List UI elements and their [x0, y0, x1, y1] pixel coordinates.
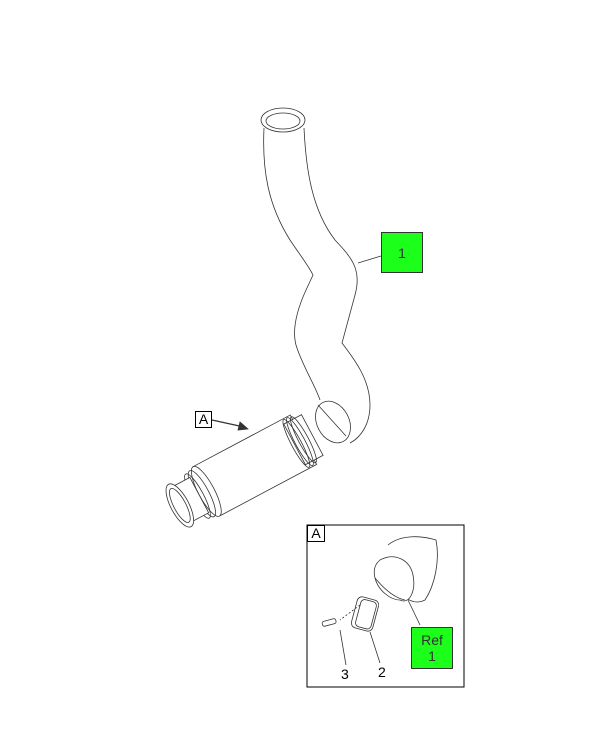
arrow-a-head: [237, 421, 249, 431]
inset-label-a: A: [307, 525, 325, 542]
inset-frame: [306, 524, 465, 688]
pipe-left-edge: [263, 127, 321, 401]
part-number-2: 2: [378, 664, 386, 680]
part-number-3: 3: [341, 666, 349, 682]
inset-drawing: [321, 536, 438, 666]
callout-ref-1[interactable]: Ref 1: [411, 627, 453, 669]
top-flange-inner: [265, 112, 301, 130]
callout-number: 1: [428, 648, 436, 664]
callout-ref-prefix: Ref: [421, 632, 443, 648]
top-flange: [260, 107, 306, 133]
muffler: [165, 414, 324, 528]
callout-part-1[interactable]: 1: [381, 232, 423, 273]
collar-edge: [317, 404, 347, 437]
view-label-a: A: [195, 411, 212, 428]
callout-number: 1: [398, 244, 406, 261]
leader-1: [357, 255, 382, 264]
pipe-right-edge: [303, 127, 371, 444]
